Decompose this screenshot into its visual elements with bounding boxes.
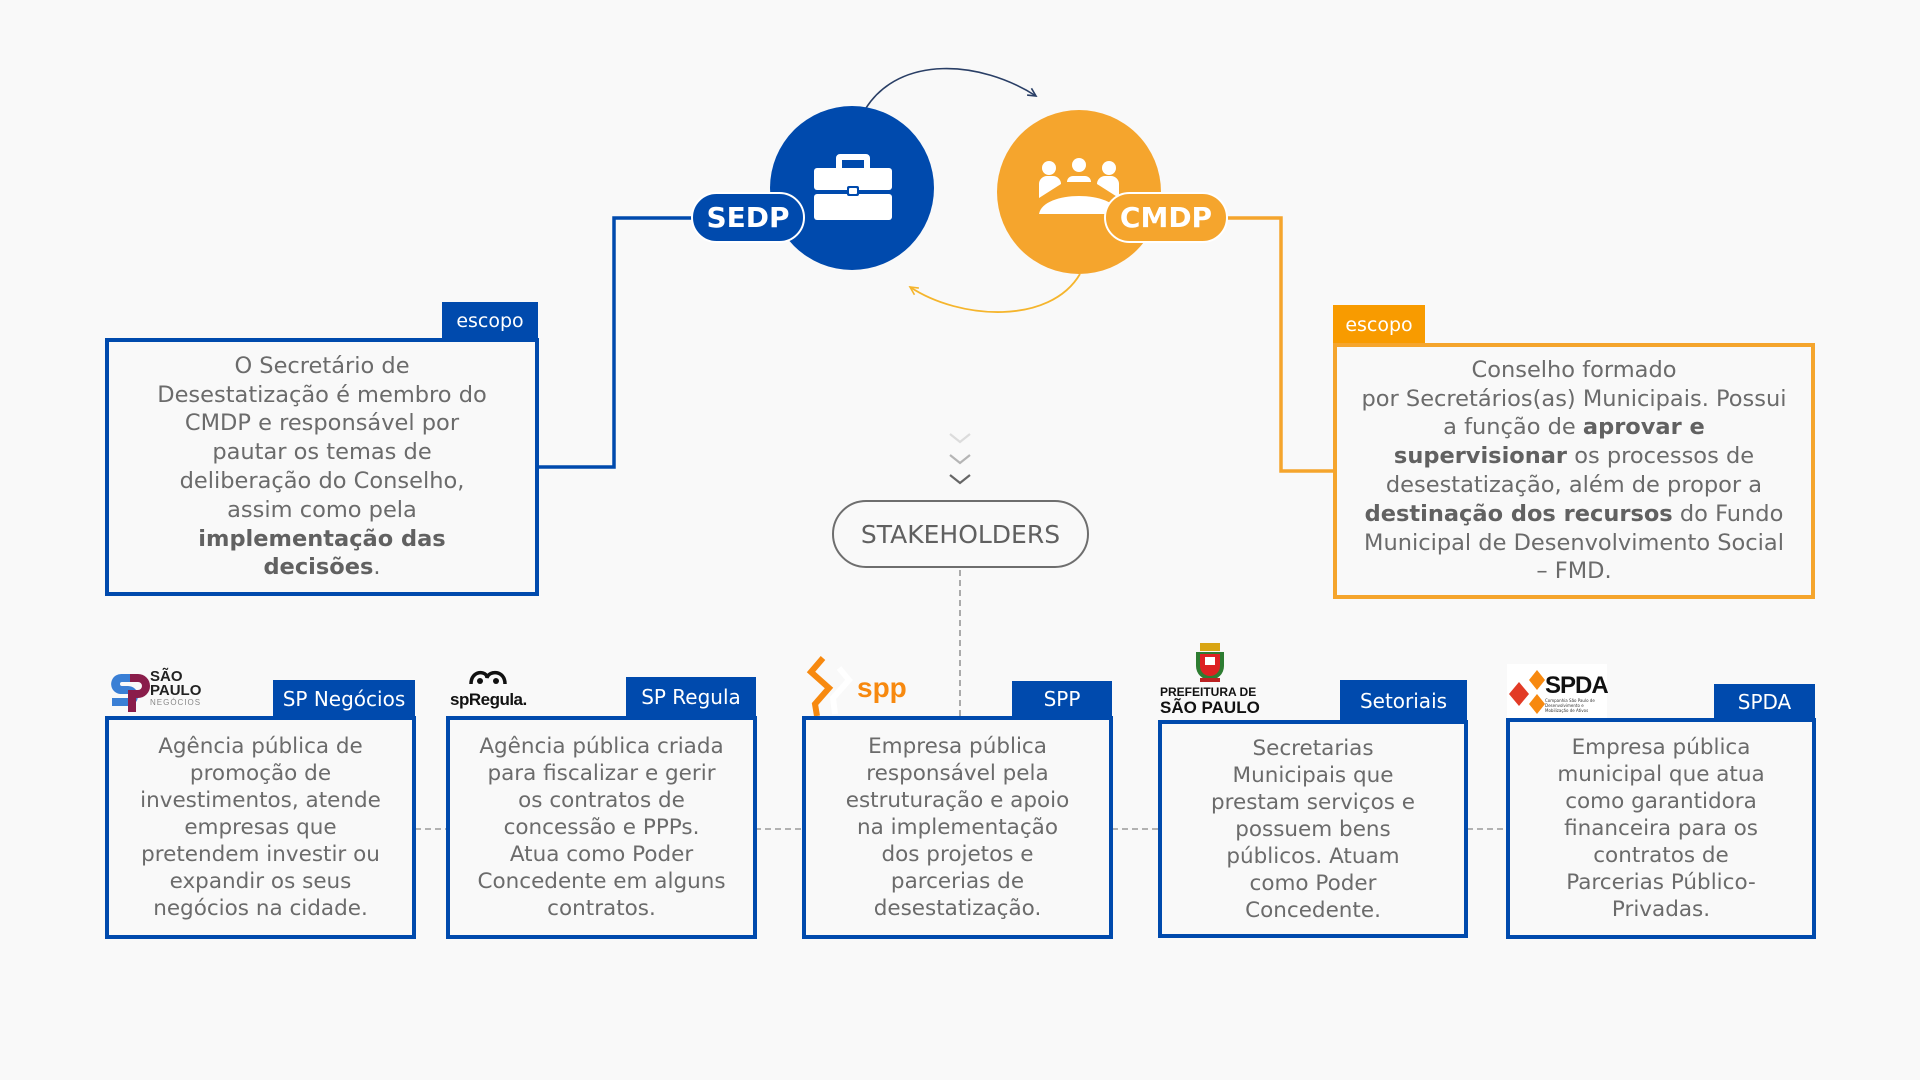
body-text: O Secretário de Desestatização é membro … xyxy=(157,352,487,523)
scope-left-box: O Secretário de Desestatização é membro … xyxy=(105,338,539,596)
scope-left-tab: escopo xyxy=(442,302,538,340)
entity-description: Agência pública criada para fiscalizar e… xyxy=(477,734,726,921)
entity-description: Empresa pública municipal que atua como … xyxy=(1557,735,1765,922)
arrow-cmdp-to-sedp xyxy=(908,273,1081,313)
sp-negocios-logo: SÃO PAULO NEGÓCIOS xyxy=(108,668,208,716)
entity-tab-spda: SPDA xyxy=(1714,684,1815,720)
entity-box-sp-regula: Agência pública criada para fiscalizar e… xyxy=(446,716,757,939)
briefcase-icon xyxy=(814,154,892,220)
body-text: . xyxy=(373,554,381,581)
entity-box-spp: Empresa pública responsável pela estrutu… xyxy=(802,716,1113,939)
spda-logo: SPDA Companhia São Paulo de Desenvolvime… xyxy=(1507,664,1609,718)
emphasis-text: implementação das decisões xyxy=(198,525,446,581)
scope-right-box: Conselho formado por Secretários(as) Mun… xyxy=(1333,343,1815,599)
body-text: os processos de desestatização, além de … xyxy=(1385,443,1763,498)
entity-box-setoriais: Secretarias Municipais que prestam servi… xyxy=(1158,720,1468,938)
emphasis-text: destinação dos recursos xyxy=(1364,500,1673,527)
scope-right-text: Conselho formado por Secretários(as) Mun… xyxy=(1357,356,1791,586)
emphasis-text: aprovar e supervisionar xyxy=(1393,414,1705,470)
arrow-sedp-to-cmdp xyxy=(865,67,1038,109)
body-text: Conselho formado por Secretários(as) Mun… xyxy=(1361,356,1787,441)
cmdp-label: CMDP xyxy=(1104,192,1228,243)
entity-description: Empresa pública responsável pela estrutu… xyxy=(845,734,1070,921)
chevrons-down-icon xyxy=(949,433,971,485)
body-text: do Fundo Municipal de Desenvolvimento So… xyxy=(1364,500,1784,585)
coat-of-arms-icon xyxy=(1196,643,1224,682)
prefeitura-sao-paulo-logo: PREFEITURA DE SÃO PAULO xyxy=(1158,642,1262,720)
entity-tab-spp: SPP xyxy=(1012,681,1112,717)
spp-logo: spp xyxy=(805,654,925,717)
entity-tab-sp-regula: SP Regula xyxy=(626,677,756,717)
entity-tab-setoriais: Setoriais xyxy=(1340,680,1467,721)
sp-negocios-logo-text: SÃO PAULO NEGÓCIOS xyxy=(150,668,202,707)
cmdp-connector xyxy=(1228,216,1333,473)
group-meeting-icon xyxy=(1039,158,1119,214)
entity-box-spda: Empresa pública municipal que atua como … xyxy=(1506,718,1816,939)
scope-left-text: O Secretário de Desestatização é membro … xyxy=(147,352,497,582)
entity-description: Secretarias Municipais que prestam servi… xyxy=(1210,735,1416,923)
sedp-connector xyxy=(538,216,692,469)
entity-box-sp-negocios: Agência pública de promoção de investime… xyxy=(105,716,416,939)
spregula-eyes-icon xyxy=(469,670,507,685)
entity-description: Agência pública de promoção de investime… xyxy=(140,734,381,921)
stakeholders-pill: STAKEHOLDERS xyxy=(832,500,1089,568)
sedp-label: SEDP xyxy=(691,192,805,243)
spregula-logo: spRegula. xyxy=(450,668,540,714)
scope-right-tab: escopo xyxy=(1333,305,1425,345)
entity-tab-sp-negocios: SP Negócios xyxy=(273,680,415,717)
sedp-node xyxy=(770,106,934,270)
